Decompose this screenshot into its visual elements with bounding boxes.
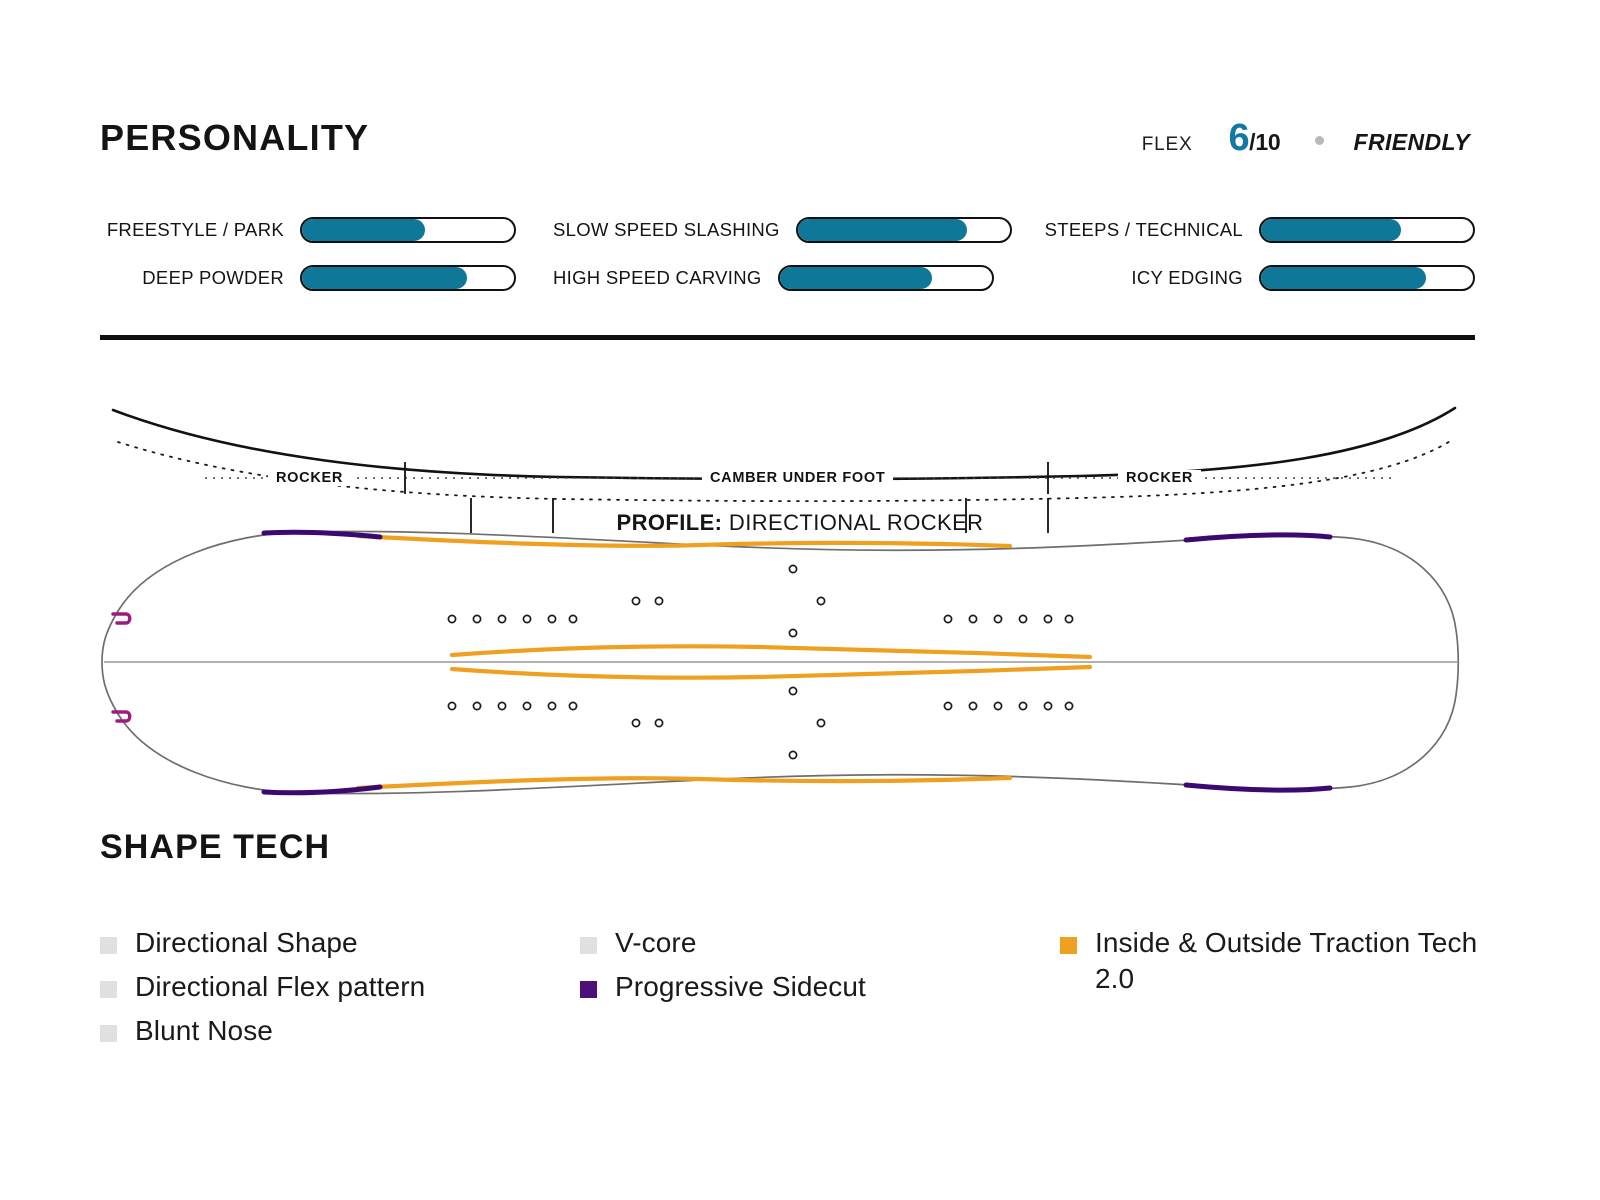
flex-out-of: /10 bbox=[1249, 129, 1281, 155]
legend-label: Blunt Nose bbox=[135, 1014, 273, 1046]
personality-column-2: SLOW SPEED SLASHING HIGH SPEED CARVING bbox=[553, 215, 1012, 293]
bar-track bbox=[777, 265, 994, 291]
legend-swatch-icon bbox=[1060, 937, 1077, 954]
legend-label: Directional Shape bbox=[135, 927, 358, 958]
bar-fill bbox=[797, 219, 968, 241]
bar-track bbox=[1259, 217, 1475, 243]
shape-tech-title: SHAPE TECH bbox=[100, 828, 331, 866]
traction-edge-bottom-left bbox=[355, 775, 1013, 791]
profile-base-dotted-curve bbox=[117, 439, 1453, 503]
traction-edge-top-left bbox=[355, 533, 1013, 549]
legend-column-3: Inside & Outside Traction Tech 2.0 bbox=[1060, 925, 1490, 1048]
bar-fill bbox=[1261, 267, 1427, 289]
section-divider bbox=[100, 335, 1475, 340]
sidecut-edge-nose-top bbox=[261, 529, 383, 540]
legend-item-progressive-sidecut: Progressive Sidecut bbox=[580, 969, 1060, 1005]
legend-column-2: V-core Progressive Sidecut bbox=[580, 925, 1060, 1048]
traction-edge-center-upper bbox=[449, 644, 1093, 660]
bar-label: FREESTYLE / PARK bbox=[106, 219, 284, 240]
legend-swatch-icon bbox=[100, 1024, 117, 1042]
flex-value: 6 /10 bbox=[1228, 119, 1280, 157]
flex-label: FLEX bbox=[1141, 134, 1193, 155]
shape-tech-legend: Directional Shape Directional Flex patte… bbox=[100, 925, 1490, 1048]
flex-score: 6 bbox=[1228, 117, 1250, 159]
legend-swatch-icon bbox=[100, 937, 117, 954]
bar-label: ICY EDGING bbox=[1131, 267, 1243, 288]
legend-swatch-icon bbox=[100, 980, 117, 998]
bar-label: HIGH SPEED CARVING bbox=[553, 267, 762, 288]
legend-label: Progressive Sidecut bbox=[615, 970, 866, 1002]
bar-fill bbox=[302, 219, 425, 241]
legend-item-directional-shape: Directional Shape bbox=[100, 925, 580, 961]
personality-header: PERSONALITY FLEX 6 /10 FRIENDLY bbox=[100, 108, 1470, 168]
legend-label: V-core bbox=[615, 927, 697, 958]
bar-row-deep-powder: DEEP POWDER bbox=[100, 263, 516, 293]
bar-row-slow-speed-slashing: SLOW SPEED SLASHING bbox=[553, 215, 1012, 245]
flex-descriptor: FRIENDLY bbox=[1353, 129, 1470, 155]
profile-topsheet-curve bbox=[111, 406, 1457, 481]
dot-separator-icon bbox=[1314, 136, 1324, 145]
legend-column-1: Directional Shape Directional Flex patte… bbox=[100, 925, 580, 1048]
legend-swatch-icon bbox=[580, 980, 597, 998]
nose-hook-mark-upper bbox=[111, 612, 132, 625]
board-svg bbox=[101, 529, 1460, 796]
personality-bar-chart: FREESTYLE / PARK DEEP POWDER SLOW SPEED … bbox=[100, 215, 1475, 315]
profile-caption: PROFILE: DIRECTIONAL ROCKER bbox=[0, 510, 1600, 536]
legend-item-directional-flex-pattern: Directional Flex pattern bbox=[100, 969, 580, 1005]
bar-fill bbox=[1261, 219, 1401, 241]
bar-label: DEEP POWDER bbox=[142, 267, 284, 288]
bar-track bbox=[300, 265, 516, 291]
bar-label: STEEPS / TECHNICAL bbox=[1044, 219, 1243, 240]
legend-item-inside-outside-traction-tech: Inside & Outside Traction Tech 2.0 bbox=[1060, 925, 1490, 997]
bar-row-icy-edging: ICY EDGING bbox=[1025, 263, 1475, 293]
flex-readout: FLEX 6 /10 FRIENDLY bbox=[1142, 119, 1470, 157]
legend-swatch-icon bbox=[580, 937, 597, 954]
bar-row-high-speed-carving: HIGH SPEED CARVING bbox=[553, 263, 994, 293]
insert-holes-rear bbox=[943, 614, 1074, 711]
profile-caption-value: DIRECTIONAL ROCKER bbox=[728, 510, 984, 535]
profile-caption-prefix: PROFILE: bbox=[616, 510, 723, 535]
traction-edge-center-lower bbox=[449, 664, 1093, 680]
bar-row-freestyle-park: FREESTYLE / PARK bbox=[100, 215, 516, 245]
sidecut-edge-tail-top bbox=[1183, 532, 1333, 543]
bar-fill bbox=[779, 267, 933, 289]
sidecut-edge-nose-bottom bbox=[261, 784, 383, 796]
page-title: PERSONALITY bbox=[100, 117, 370, 158]
bar-label: SLOW SPEED SLASHING bbox=[553, 219, 780, 240]
legend-item-v-core: V-core bbox=[580, 925, 1060, 961]
board-top-view bbox=[0, 515, 1600, 810]
bar-track bbox=[300, 217, 516, 243]
personality-column-3: STEEPS / TECHNICAL ICY EDGING bbox=[1025, 215, 1475, 293]
bar-track bbox=[795, 217, 1012, 243]
legend-label: Directional Flex pattern bbox=[135, 970, 426, 1002]
bar-fill bbox=[302, 267, 468, 289]
nose-hook-mark-lower bbox=[111, 710, 132, 723]
personality-column-1: FREESTYLE / PARK DEEP POWDER bbox=[100, 215, 516, 293]
bar-row-steeps-technical: STEEPS / TECHNICAL bbox=[1025, 215, 1475, 245]
insert-holes-front bbox=[447, 614, 578, 711]
bar-track bbox=[1259, 265, 1475, 291]
insert-holes-center bbox=[631, 564, 826, 760]
legend-item-blunt-nose: Blunt Nose bbox=[100, 1013, 580, 1049]
sidecut-edge-tail-bottom bbox=[1183, 782, 1333, 793]
legend-label: Inside & Outside Traction Tech 2.0 bbox=[1095, 927, 1478, 994]
